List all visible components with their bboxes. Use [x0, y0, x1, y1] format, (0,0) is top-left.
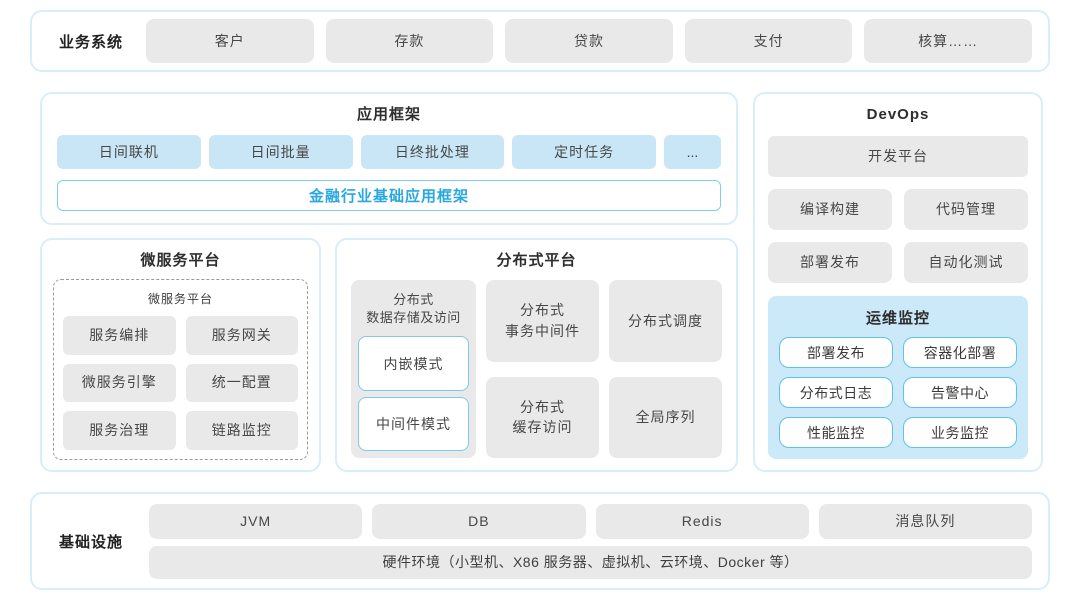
- ms-service-orchestration: 服务编排: [63, 316, 176, 355]
- label-line: 缓存访问: [512, 419, 573, 436]
- middle-left-column: 应用框架 日间联机 日间批量 日终批处理 定时任务 ... 金融行业基础应用框架…: [40, 92, 738, 472]
- mon-business: 业务监控: [903, 417, 1017, 448]
- platforms-row: 微服务平台 微服务平台 服务编排 服务网关 微服务引擎 统一配置 服务治理 链路…: [40, 238, 738, 472]
- finance-base-framework-box: 金融行业基础应用框架: [57, 180, 721, 211]
- dev-platform-box: 开发平台: [768, 136, 1028, 177]
- mon-distributed-log: 分布式日志: [779, 377, 893, 408]
- devops-automated-testing: 自动化测试: [904, 242, 1028, 283]
- ms-service-governance: 服务治理: [63, 411, 176, 450]
- distributed-platform-title: 分布式平台: [496, 252, 577, 269]
- devops-title: DevOps: [866, 106, 930, 123]
- app-framework-panel: 应用框架 日间联机 日间批量 日终批处理 定时任务 ... 金融行业基础应用框架: [40, 92, 738, 225]
- hardware-environment-bar: 硬件环境（小型机、X86 服务器、虚拟机、云环境、Docker 等）: [149, 545, 1032, 579]
- business-system-payment: 支付: [684, 19, 853, 63]
- ops-monitoring-title: 运维监控: [865, 310, 930, 327]
- ms-microservice-engine: 微服务引擎: [63, 363, 176, 403]
- module-daytime-batch: 日间批量: [208, 135, 353, 169]
- infrastructure-bar: 基础设施 JVM DB Redis 消息队列 硬件环境（小型机、X86 服务器、…: [30, 492, 1050, 590]
- devops-compile-build: 编译构建: [768, 189, 892, 230]
- distributed-platform-panel: 分布式平台 分布式 数据存储及访问 内嵌模式 中间件模式: [335, 238, 738, 472]
- ms-service-gateway: 服务网关: [185, 316, 298, 355]
- microservice-inner-title: 微服务平台: [147, 292, 213, 306]
- distributed-grid: 分布式 数据存储及访问 内嵌模式 中间件模式 分布式 事务中间件: [351, 280, 722, 458]
- mon-alert-center: 告警中心: [903, 377, 1017, 408]
- label-line: 分布式: [393, 292, 434, 307]
- label-line: 分布式: [520, 302, 565, 319]
- microservice-inner-box: 微服务平台 服务编排 服务网关 微服务引擎 统一配置 服务治理 链路监控: [53, 279, 308, 460]
- ops-monitoring-grid: 部署发布 容器化部署 分布式日志 告警中心 性能监控 业务监控: [779, 337, 1017, 448]
- mon-container-deploy: 容器化部署: [903, 337, 1017, 368]
- devops-code-management: 代码管理: [904, 189, 1028, 230]
- distributed-scheduler-box: 分布式调度: [609, 280, 722, 362]
- business-system-loan: 贷款: [505, 19, 673, 63]
- devops-grid: 编译构建 代码管理 部署发布 自动化测试: [768, 189, 1028, 283]
- distributed-col-2: 分布式 事务中间件 分布式 缓存访问: [486, 280, 599, 458]
- label-line: 分布式: [520, 398, 565, 415]
- business-system-deposit: 存款: [325, 19, 494, 63]
- business-systems-bar: 业务系统 客户 存款 贷款 支付 核算……: [30, 10, 1050, 72]
- infrastructure-row: JVM DB Redis 消息队列: [149, 503, 1032, 539]
- business-system-customer: 客户: [146, 19, 314, 63]
- infra-db: DB: [372, 503, 586, 539]
- devops-deploy-release: 部署发布: [768, 242, 892, 283]
- distributed-cache-box: 分布式 缓存访问: [486, 376, 599, 458]
- ms-link-monitoring: 链路监控: [185, 411, 298, 450]
- module-more: ...: [664, 135, 721, 169]
- business-systems-label: 业务系统: [58, 33, 123, 51]
- microservice-platform-title: 微服务平台: [140, 252, 221, 269]
- module-daytime-online: 日间联机: [57, 135, 201, 169]
- ms-unified-config: 统一配置: [185, 363, 298, 403]
- middle-region: 应用框架 日间联机 日间批量 日终批处理 定时任务 ... 金融行业基础应用框架…: [40, 92, 1043, 472]
- distributed-tx-middleware-box: 分布式 事务中间件: [486, 280, 599, 362]
- microservice-grid: 服务编排 服务网关 微服务引擎 统一配置 服务治理 链路监控: [63, 316, 298, 450]
- module-scheduled-task: 定时任务: [512, 135, 656, 169]
- mon-performance: 性能监控: [779, 417, 893, 448]
- infra-message-queue: 消息队列: [818, 503, 1032, 539]
- middleware-mode-box: 中间件模式: [358, 396, 469, 451]
- distributed-col-3: 分布式调度 全局序列: [609, 280, 722, 458]
- infrastructure-label: 基础设施: [58, 533, 123, 551]
- mon-deploy-release: 部署发布: [779, 337, 893, 368]
- business-system-accounting: 核算……: [864, 19, 1032, 63]
- distributed-storage-box: 分布式 数据存储及访问 内嵌模式 中间件模式: [351, 280, 476, 458]
- storage-modes: 内嵌模式 中间件模式: [358, 336, 469, 451]
- label-line: 事务中间件: [505, 322, 580, 339]
- microservice-platform-panel: 微服务平台 微服务平台 服务编排 服务网关 微服务引擎 统一配置 服务治理 链路…: [40, 238, 321, 472]
- module-endofday-batch: 日终批处理: [360, 135, 505, 169]
- infra-jvm: JVM: [149, 503, 363, 539]
- global-sequence-box: 全局序列: [609, 376, 722, 458]
- infra-redis: Redis: [595, 503, 809, 539]
- app-framework-modules-row: 日间联机 日间批量 日终批处理 定时任务 ...: [57, 135, 721, 169]
- distributed-storage-label: 分布式 数据存储及访问: [358, 291, 469, 327]
- infrastructure-content: JVM DB Redis 消息队列 硬件环境（小型机、X86 服务器、虚拟机、云…: [149, 503, 1032, 579]
- ops-monitoring-panel: 运维监控 部署发布 容器化部署 分布式日志 告警中心 性能监控 业务监控: [768, 296, 1028, 459]
- label-line: 数据存储及访问: [366, 310, 461, 326]
- devops-panel: DevOps 开发平台 编译构建 代码管理 部署发布 自动化测试 运维监控 部署…: [753, 92, 1043, 472]
- app-framework-title: 应用框架: [356, 106, 421, 123]
- embedded-mode-box: 内嵌模式: [358, 336, 469, 391]
